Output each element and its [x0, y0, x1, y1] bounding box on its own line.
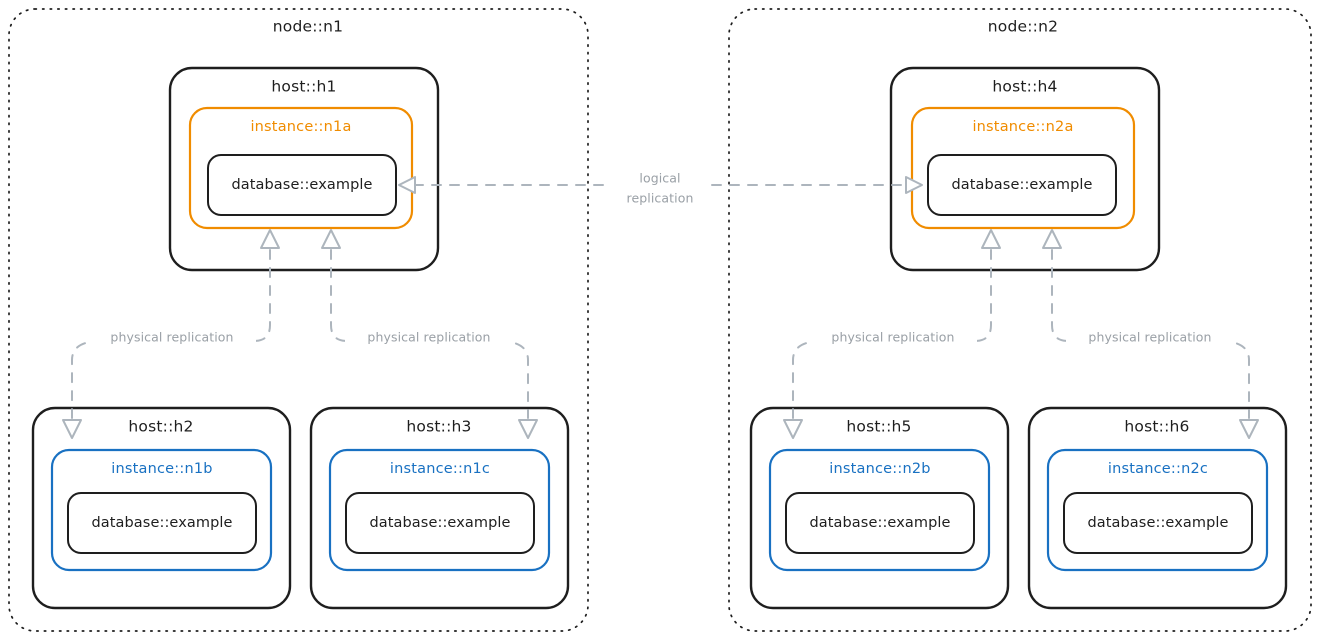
database-n1b-label: database::example — [91, 515, 232, 531]
database-n1b-frame — [67, 492, 257, 554]
instance-n2c-label: instance::n2c — [1108, 461, 1208, 477]
database-n2c-frame — [1063, 492, 1253, 554]
edge-physical-n1a-n1c-label: physical replication — [367, 330, 490, 345]
edge-physical-n1a-n1c[interactable]: physical replication — [321, 229, 538, 439]
edge-logical-replication[interactable]: logical replication — [398, 171, 923, 206]
edge-physical-n1a-n1c-tip — [321, 229, 341, 249]
node-n1-label: node::n1 — [273, 18, 343, 36]
node-container-n1[interactable]: node::n1 — [8, 8, 589, 632]
edge-physical-n1a-n1b-line — [71, 249, 271, 419]
edge-physical-n2a-n2b-label: physical replication — [831, 330, 954, 345]
host-card-h2[interactable]: host::h2 instance::n1b database::example — [31, 406, 292, 610]
host-card-h6[interactable]: host::h6 instance::n2c database::example — [1027, 406, 1288, 610]
edge-physical-n2a-n2c-label: physical replication — [1088, 330, 1211, 345]
edge-logical-arrowhead-right — [905, 176, 923, 194]
host-h4-label: host::h4 — [992, 78, 1057, 96]
database-n1c-label: database::example — [369, 515, 510, 531]
edge-physical-n2a-n2c-arrowhead — [1239, 419, 1259, 439]
edge-physical-n1a-n1b-tip — [260, 229, 280, 249]
edge-physical-n2a-n2c-line — [1051, 249, 1250, 419]
edge-physical-n1a-n1c-label-bg — [345, 328, 513, 352]
database-n1a-frame — [207, 154, 397, 216]
database-n2c-label: database::example — [1087, 515, 1228, 531]
edge-logical-label-line2: replication — [626, 191, 693, 206]
edge-physical-n2a-n2b-label-bg — [809, 328, 977, 352]
edge-physical-n1a-n1b-label-bg — [88, 328, 256, 352]
instance-n1c-label: instance::n1c — [390, 461, 490, 477]
host-h6-label: host::h6 — [1124, 418, 1189, 436]
database-n2a-label: database::example — [951, 177, 1092, 193]
host-card-h3[interactable]: host::h3 instance::n1c database::example — [309, 406, 570, 610]
host-h5-label: host::h5 — [846, 418, 911, 436]
host-card-h1[interactable]: host::h1 instance::n1a database::example — [168, 66, 440, 272]
database-n1a-label: database::example — [231, 177, 372, 193]
host-h2-label: host::h2 — [128, 418, 193, 436]
node-n2-label: node::n2 — [988, 18, 1058, 36]
edge-physical-n2a-n2c-label-bg — [1066, 328, 1234, 352]
database-n2b-frame — [785, 492, 975, 554]
edge-physical-n1a-n1b[interactable]: physical replication — [62, 229, 280, 439]
edge-physical-n1a-n1c-arrowhead — [518, 419, 538, 439]
edge-logical-arrowhead-left — [398, 176, 416, 194]
edge-physical-n1a-n1b-arrowhead — [62, 419, 82, 439]
instance-n2a-label: instance::n2a — [972, 119, 1073, 135]
edge-physical-n1a-n1b-label: physical replication — [110, 330, 233, 345]
edge-physical-n2a-n2b-line — [792, 249, 992, 419]
edge-physical-n2a-n2b-arrowhead — [783, 419, 803, 439]
edge-physical-n2a-n2c-tip — [1042, 229, 1062, 249]
instance-n1b-label: instance::n1b — [111, 461, 212, 477]
edge-logical-label-line1: logical — [639, 171, 680, 186]
edge-physical-n2a-n2c[interactable]: physical replication — [1042, 229, 1259, 439]
instance-n1a-label: instance::n1a — [250, 119, 351, 135]
database-n2b-label: database::example — [809, 515, 950, 531]
host-h1-label: host::h1 — [271, 78, 336, 96]
host-card-h4[interactable]: host::h4 instance::n2a database::example — [889, 66, 1161, 272]
node-n2-frame — [728, 8, 1312, 632]
host-card-h5[interactable]: host::h5 instance::n2b database::example — [749, 406, 1010, 610]
host-h3-label: host::h3 — [406, 418, 471, 436]
edge-physical-n1a-n1c-line — [330, 249, 529, 419]
edge-physical-n2a-n2b[interactable]: physical replication — [783, 229, 1001, 439]
node-n1-frame — [8, 8, 589, 632]
database-n1c-frame — [345, 492, 535, 554]
instance-n2b-label: instance::n2b — [829, 461, 930, 477]
database-n2a-frame — [927, 154, 1117, 216]
edge-physical-n2a-n2b-tip — [981, 229, 1001, 249]
node-container-n2[interactable]: node::n2 — [728, 8, 1312, 632]
